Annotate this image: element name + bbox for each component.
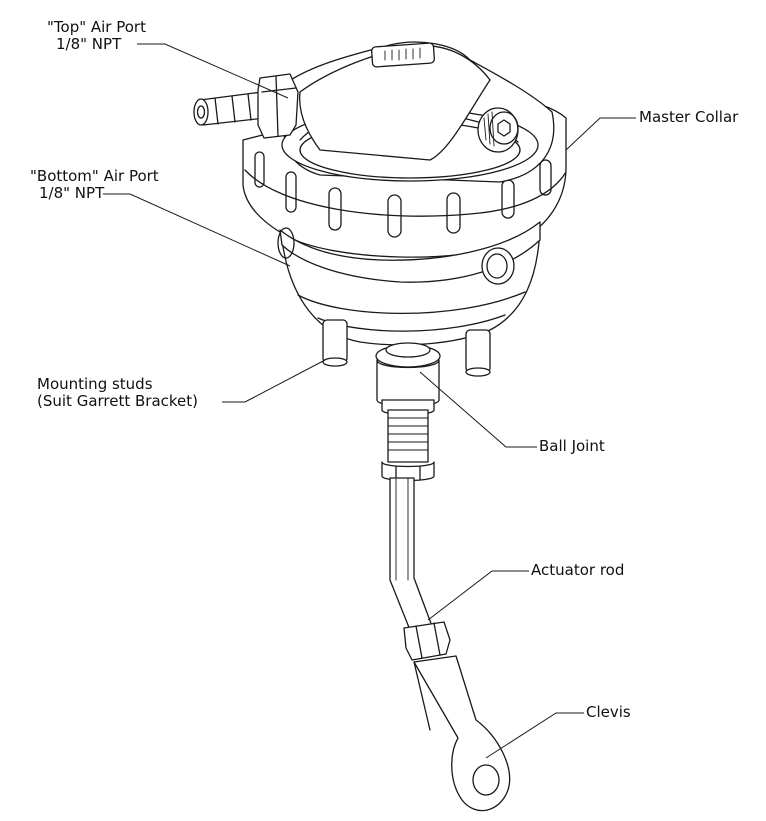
label-bottom-port-line1: "Bottom" Air Port [30, 167, 159, 185]
bottom-port-hole [277, 227, 295, 259]
leader-bottom-port [103, 193, 291, 267]
clevis [413, 655, 511, 812]
label-top-port-line1: "Top" Air Port [47, 18, 146, 36]
leader-clevis [485, 712, 584, 759]
label-mounting-studs-line1: Mounting studs [37, 375, 153, 393]
leader-mounting-studs [222, 359, 326, 403]
label-ball-joint: Ball Joint [539, 437, 605, 455]
label-clevis: Clevis [586, 703, 631, 721]
label-bottom-port: "Bottom" Air Port 1/8" NPT [30, 168, 159, 202]
label-top-port: "Top" Air Port 1/8" NPT [47, 19, 146, 53]
mounting-stud-right [465, 329, 491, 377]
mounting-stud-left [322, 319, 348, 367]
leader-actuator-rod [427, 570, 529, 621]
rod-threaded-section [387, 409, 429, 463]
top-air-port-fitting [193, 73, 299, 139]
label-actuator-rod: Actuator rod [531, 561, 625, 579]
leader-top-port [137, 43, 289, 99]
label-bottom-port-line2: 1/8" NPT [39, 184, 105, 202]
actuator-rod [389, 477, 433, 631]
side-port-hole [481, 247, 515, 285]
label-mounting-studs: Mounting studs (Suit Garrett Bracket) [37, 376, 198, 410]
label-master-collar: Master Collar [639, 108, 739, 126]
label-mounting-studs-line2: (Suit Garrett Bracket) [37, 392, 199, 410]
top-right-fitting [477, 107, 519, 153]
ball-joint [375, 342, 441, 416]
label-top-port-line2: 1/8" NPT [56, 35, 122, 53]
leader-ball-joint [419, 371, 537, 448]
top-cap [277, 41, 555, 183]
jam-nut-lower [403, 621, 451, 661]
leader-master-collar [565, 117, 636, 151]
logo-emblem [370, 42, 436, 68]
leader-lines [103, 43, 636, 759]
